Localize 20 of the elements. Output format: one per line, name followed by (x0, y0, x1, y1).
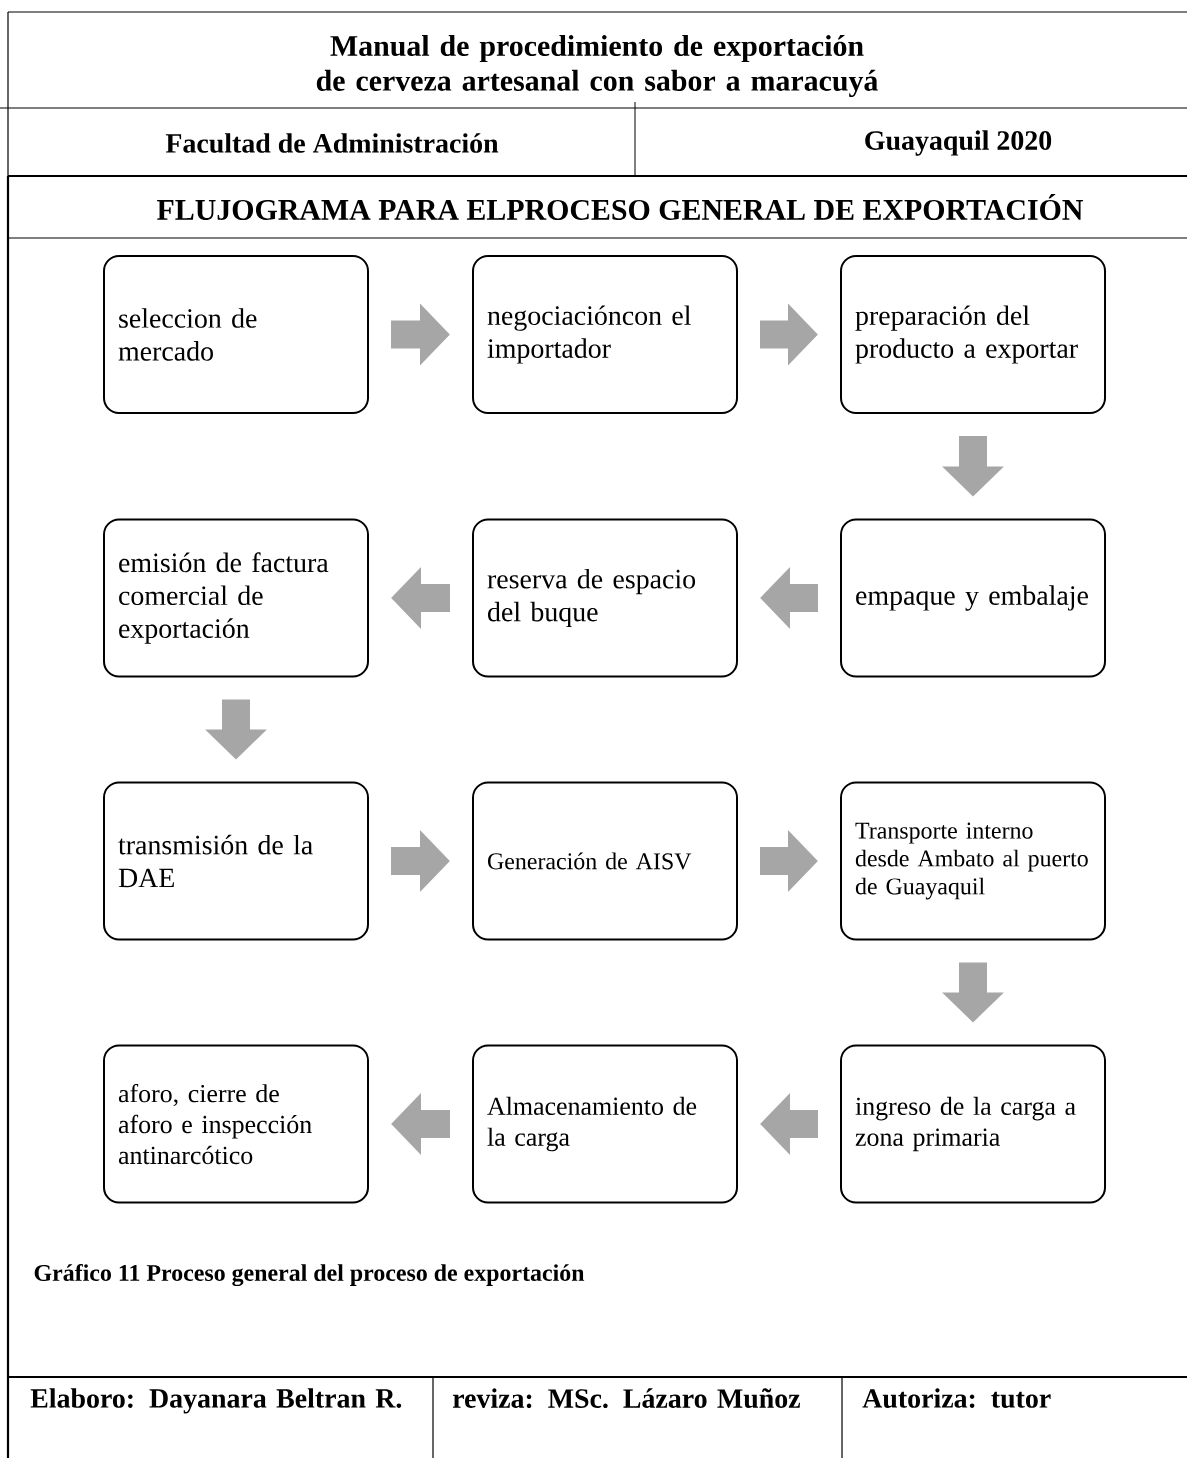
signature-label: Elaboro: Dayanara Beltran R. (30, 1388, 402, 1414)
signature-label: reviza: MSc. Lázaro Muñoz (452, 1388, 800, 1409)
process-box: negociacióncon el importador (472, 255, 738, 414)
place-date-label: Guayaquil 2020 (865, 130, 1052, 156)
title-text: Manual de procedimiento de exportación de cerveza artesanal con sabor a maracuyá (316, 34, 878, 98)
chart-heading: FLUJOGRAMA PARA ELPROCESO GENERAL DE EXPORTACIÓN (157, 194, 1084, 220)
process-box: ingreso de la carga a zona primaria (840, 1044, 1106, 1204)
process-box: Generación de AISV (472, 781, 738, 941)
process-box: reserva de espacio del buque (472, 518, 738, 678)
faculty-label: Facultad de Administración (165, 133, 499, 153)
process-box: empaque y embalaje (840, 518, 1106, 678)
process-box: Transporte interno desde Ambato al puerto de Guayaquil (840, 781, 1106, 941)
process-box: aforo, cierre de aforo e inspección antinarcótico (103, 1044, 369, 1204)
caption: Gráfico 11 Proceso general del proceso de exportación (34, 1263, 585, 1287)
signature-label: Autoriza: tutor (862, 1388, 1051, 1408)
process-box: preparación del producto a exportar (840, 255, 1106, 414)
process-box: Almacenamiento de la carga (472, 1044, 738, 1204)
process-box: seleccion de mercado (103, 255, 369, 414)
process-box: transmisión de la DAE (103, 781, 369, 941)
process-box: emisión de factura comercial de exportación (103, 518, 369, 678)
